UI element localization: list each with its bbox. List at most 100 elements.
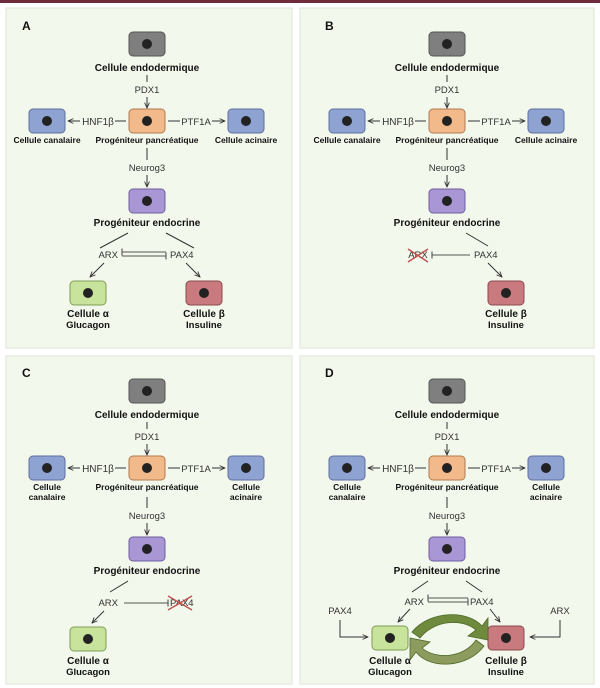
insulin-label: Insuline (488, 320, 524, 331)
panel-c-background (5, 355, 293, 685)
arx-label: ARX (404, 597, 424, 608)
pax4-knockout-cross (167, 595, 193, 611)
pancreatic-progenitor-cell (128, 108, 166, 134)
hnf1b-label: HNF1β (382, 117, 414, 128)
acinar-cell (227, 108, 265, 134)
panel-a: A Cellule endodermique PDX1 Progéniteur … (13, 19, 277, 331)
insulin-label: Insuline (186, 320, 222, 331)
alpha-cell-label: Cellule α (67, 656, 110, 667)
beta-to-alpha-arrow (409, 637, 485, 665)
endocrine-progenitor-label: Progéniteur endocrine (94, 566, 201, 577)
endoderm-label: Cellule endodermique (395, 410, 500, 421)
beta-cell-label: Cellule β (183, 309, 225, 320)
ductal-cell-label-line2: canalaire (29, 492, 66, 502)
endocrine-progenitor-cell (128, 536, 166, 562)
neurog3-label: Neurog3 (429, 511, 465, 522)
beta-cell (487, 280, 525, 306)
endocrine-progenitor-cell (428, 536, 466, 562)
endocrine-progenitor-cell (428, 188, 466, 214)
pdx1-label: PDX1 (135, 432, 160, 443)
panel-d: D Cellule endodermique PDX1 Progéniteur … (325, 366, 570, 678)
ptf1a-label: PTF1A (181, 117, 211, 128)
alpha-cell-label: Cellule α (369, 656, 412, 667)
alpha-cell (371, 625, 409, 651)
ptf1a-label: PTF1A (481, 464, 511, 475)
panel-c: C Cellule endodermique PDX1 Progéniteur … (22, 366, 265, 678)
endocrine-progenitor-label: Progéniteur endocrine (94, 218, 201, 229)
beta-cell (185, 280, 223, 306)
hnf1b-label: HNF1β (82, 464, 114, 475)
panel-d-background (299, 355, 595, 685)
insulin-label: Insuline (488, 667, 524, 678)
panel-b-letter: B (325, 19, 334, 33)
alpha-to-beta-arrow (411, 614, 489, 641)
pax4-label: PAX4 (470, 597, 494, 608)
endoderm-cell (128, 378, 166, 404)
glucagon-label: Glucagon (368, 667, 412, 678)
endocrine-progenitor-label: Progéniteur endocrine (394, 218, 501, 229)
interconversion-arrows (409, 614, 489, 665)
pax4-label: PAX4 (170, 250, 194, 261)
panel-a-letter: A (22, 19, 31, 33)
neurog3-label: Neurog3 (129, 511, 165, 522)
alpha-cell (69, 626, 107, 652)
ductal-cell (328, 455, 366, 481)
pdx1-label: PDX1 (435, 85, 460, 96)
pancreatic-progenitor-cell (428, 455, 466, 481)
beta-cell-label: Cellule β (485, 656, 527, 667)
endoderm-label: Cellule endodermique (95, 410, 200, 421)
endoderm-cell (428, 31, 466, 57)
panel-c-letter: C (22, 366, 31, 380)
alpha-cell (69, 280, 107, 306)
ptf1a-label: PTF1A (481, 117, 511, 128)
arx-label: ARX (98, 250, 118, 261)
beta-cell (487, 625, 525, 651)
endoderm-cell (128, 31, 166, 57)
arx-knockout-cross (407, 248, 429, 263)
panel-a-background (5, 7, 293, 349)
acinar-cell-label-line1: Cellule (532, 482, 560, 492)
ptf1a-label: PTF1A (181, 464, 211, 475)
acinar-cell (527, 455, 565, 481)
top-border (0, 0, 600, 3)
acinar-cell-label-line2: acinaire (530, 492, 562, 502)
ductal-cell (28, 108, 66, 134)
pancreatic-progenitor-label: Progéniteur pancréatique (396, 482, 499, 492)
ductal-cell (28, 455, 66, 481)
glucagon-label: Glucagon (66, 667, 110, 678)
hnf1b-label: HNF1β (382, 464, 414, 475)
acinar-cell (227, 455, 265, 481)
alpha-cell-label: Cellule α (67, 309, 110, 320)
acinar-cell (527, 108, 565, 134)
neurog3-label: Neurog3 (129, 163, 165, 174)
acinar-cell-label: Cellule acinaire (215, 135, 278, 145)
ductal-cell-label-line2: canalaire (329, 492, 366, 502)
acinar-cell-label-line1: Cellule (232, 482, 260, 492)
pdx1-label: PDX1 (135, 85, 160, 96)
arx-label: ARX (98, 598, 118, 609)
pancreatic-progenitor-label: Progéniteur pancréatique (96, 135, 199, 145)
panel-b: B Cellule endodermique PDX1 Progéniteur … (313, 19, 577, 331)
ductal-cell (328, 108, 366, 134)
pancreatic-progenitor-cell (428, 108, 466, 134)
pdx1-label: PDX1 (435, 432, 460, 443)
pancreatic-progenitor-cell (128, 455, 166, 481)
glucagon-label: Glucagon (66, 320, 110, 331)
arx-side-label: ARX (550, 606, 570, 617)
acinar-cell-label-line2: acinaire (230, 492, 262, 502)
acinar-cell-label: Cellule acinaire (515, 135, 578, 145)
endoderm-label: Cellule endodermique (95, 63, 200, 74)
ductal-cell-label-line1: Cellule (333, 482, 361, 492)
hnf1b-label: HNF1β (82, 117, 114, 128)
ductal-cell-label: Cellule canalaire (13, 135, 80, 145)
endoderm-label: Cellule endodermique (395, 63, 500, 74)
pancreatic-progenitor-label: Progéniteur pancréatique (396, 135, 499, 145)
pax4-side-label: PAX4 (328, 606, 352, 617)
pancreatic-progenitor-label: Progéniteur pancréatique (96, 482, 199, 492)
ductal-cell-label: Cellule canalaire (313, 135, 380, 145)
ductal-cell-label-line1: Cellule (33, 482, 61, 492)
endoderm-cell (428, 378, 466, 404)
endocrine-progenitor-label: Progéniteur endocrine (394, 566, 501, 577)
neurog3-label: Neurog3 (429, 163, 465, 174)
